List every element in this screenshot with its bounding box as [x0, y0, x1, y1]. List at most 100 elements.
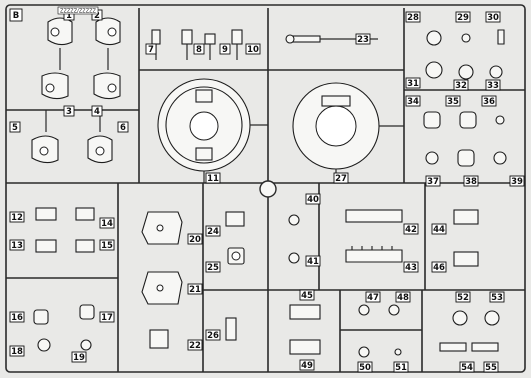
part-number-tag-46: 46 [431, 261, 447, 273]
svg-text:45: 45 [301, 291, 313, 301]
part-number-tag-21: 21 [187, 283, 203, 295]
svg-text:47: 47 [367, 293, 379, 303]
svg-text:17: 17 [101, 313, 113, 323]
svg-text:26: 26 [207, 331, 219, 341]
part-number-tag-35: 35 [445, 95, 461, 107]
part-number-tag-6: 6 [117, 121, 129, 133]
part-number-tag-55: 55 [483, 361, 499, 373]
svg-text:32: 32 [455, 81, 467, 91]
svg-text:28: 28 [407, 13, 419, 23]
part-number-tag-40: 40 [305, 193, 321, 205]
svg-text:9: 9 [222, 45, 228, 55]
part-number-tag-41: 41 [305, 255, 321, 267]
svg-text:8: 8 [196, 45, 202, 55]
svg-text:19: 19 [73, 353, 85, 363]
part-number-tag-44: 44 [431, 223, 447, 235]
part-group-right-fittings [423, 29, 507, 167]
part-number-tag-50: 50 [357, 361, 373, 373]
svg-text:36: 36 [483, 97, 495, 107]
part-number-tag-8: 8 [193, 43, 205, 55]
svg-text:3: 3 [66, 107, 72, 117]
part-number-tag-34: 34 [405, 95, 421, 107]
part-group-wheels [31, 17, 121, 164]
part-group-small-pins [151, 29, 243, 60]
svg-text:30: 30 [487, 13, 499, 23]
svg-text:24: 24 [207, 227, 219, 237]
sprue-center-hub [259, 180, 277, 198]
part-number-tag-9: 9 [219, 43, 231, 55]
svg-text:35: 35 [447, 97, 459, 107]
svg-text:4: 4 [94, 107, 100, 117]
svg-text:7: 7 [148, 45, 154, 55]
part-number-tag-53: 53 [489, 291, 505, 303]
svg-text:42: 42 [405, 225, 417, 235]
part-number-tag-15: 15 [99, 239, 115, 251]
svg-text:13: 13 [11, 241, 23, 251]
part-number-tag-30: 30 [485, 11, 501, 23]
part-number-tag-38: 38 [463, 175, 479, 187]
svg-text:25: 25 [207, 263, 219, 273]
part-number-tag-33: 33 [485, 79, 501, 91]
svg-text:41: 41 [307, 257, 319, 267]
part-27-mantlet [292, 82, 404, 183]
part-number-tag-49: 49 [299, 359, 315, 371]
part-11-turret [157, 78, 268, 183]
svg-text:6: 6 [120, 123, 126, 133]
svg-text:37: 37 [427, 177, 439, 187]
svg-text:54: 54 [461, 363, 473, 373]
svg-text:15: 15 [101, 241, 113, 251]
svg-text:27: 27 [335, 174, 347, 184]
part-4-drawing [93, 72, 121, 100]
svg-text:40: 40 [307, 195, 319, 205]
svg-text:ZZZZZ/ZZZZZ: ZZZZZ/ZZZZZ [60, 9, 97, 15]
sprue-letter-tag: B [9, 8, 23, 22]
part-3-drawing [41, 72, 69, 100]
svg-text:16: 16 [11, 313, 23, 323]
svg-text:5: 5 [12, 123, 18, 133]
part-number-tag-47: 47 [365, 291, 381, 303]
part-number-tag-14: 14 [99, 217, 115, 229]
part-number-tag-7: 7 [145, 43, 157, 55]
part-number-tag-22: 22 [187, 339, 203, 351]
part-number-tag-39: 39 [509, 175, 525, 187]
part-number-tag-12: 12 [9, 211, 25, 223]
part-number-tag-18: 18 [9, 345, 25, 357]
part-number-tag-24: 24 [205, 225, 221, 237]
part-number-tag-4: 4 [91, 105, 103, 117]
part-number-tag-17: 17 [99, 311, 115, 323]
part-group-47-55 [289, 304, 500, 358]
svg-text:18: 18 [11, 347, 23, 357]
sprue-header-label: ZZZZZ/ZZZZZ [57, 6, 99, 15]
svg-text:14: 14 [101, 219, 113, 229]
part-group-24-26 [225, 211, 300, 341]
svg-text:21: 21 [189, 285, 201, 295]
part-number-tag-42: 42 [403, 223, 419, 235]
part-group-42-46 [345, 209, 479, 267]
part-group-20-22 [141, 211, 183, 349]
part-number-tag-32: 32 [453, 79, 469, 91]
svg-text:29: 29 [457, 13, 469, 23]
part-number-tag-3: 3 [63, 105, 75, 117]
svg-text:53: 53 [491, 293, 503, 303]
part-number-tag-54: 54 [459, 361, 475, 373]
part-number-tag-19: 19 [71, 351, 87, 363]
part-number-tag-25: 25 [205, 261, 221, 273]
part-number-tag-11: 11 [205, 172, 221, 184]
part-number-tag-26: 26 [205, 329, 221, 341]
svg-text:48: 48 [397, 293, 409, 303]
part-number-tag-13: 13 [9, 239, 25, 251]
part-number-tag-29: 29 [455, 11, 471, 23]
svg-text:33: 33 [487, 81, 499, 91]
svg-text:51: 51 [395, 363, 407, 373]
svg-text:52: 52 [457, 293, 469, 303]
part-number-tag-45: 45 [299, 289, 315, 301]
svg-text:11: 11 [207, 174, 219, 184]
svg-text:39: 39 [511, 177, 523, 187]
svg-text:44: 44 [433, 225, 445, 235]
part-number-tag-43: 43 [403, 261, 419, 273]
part-number-tag-5: 5 [9, 121, 21, 133]
svg-text:1: 1 [66, 11, 72, 21]
part-number-tag-51: 51 [393, 361, 409, 373]
part-number-tag-36: 36 [481, 95, 497, 107]
svg-text:50: 50 [359, 363, 371, 373]
